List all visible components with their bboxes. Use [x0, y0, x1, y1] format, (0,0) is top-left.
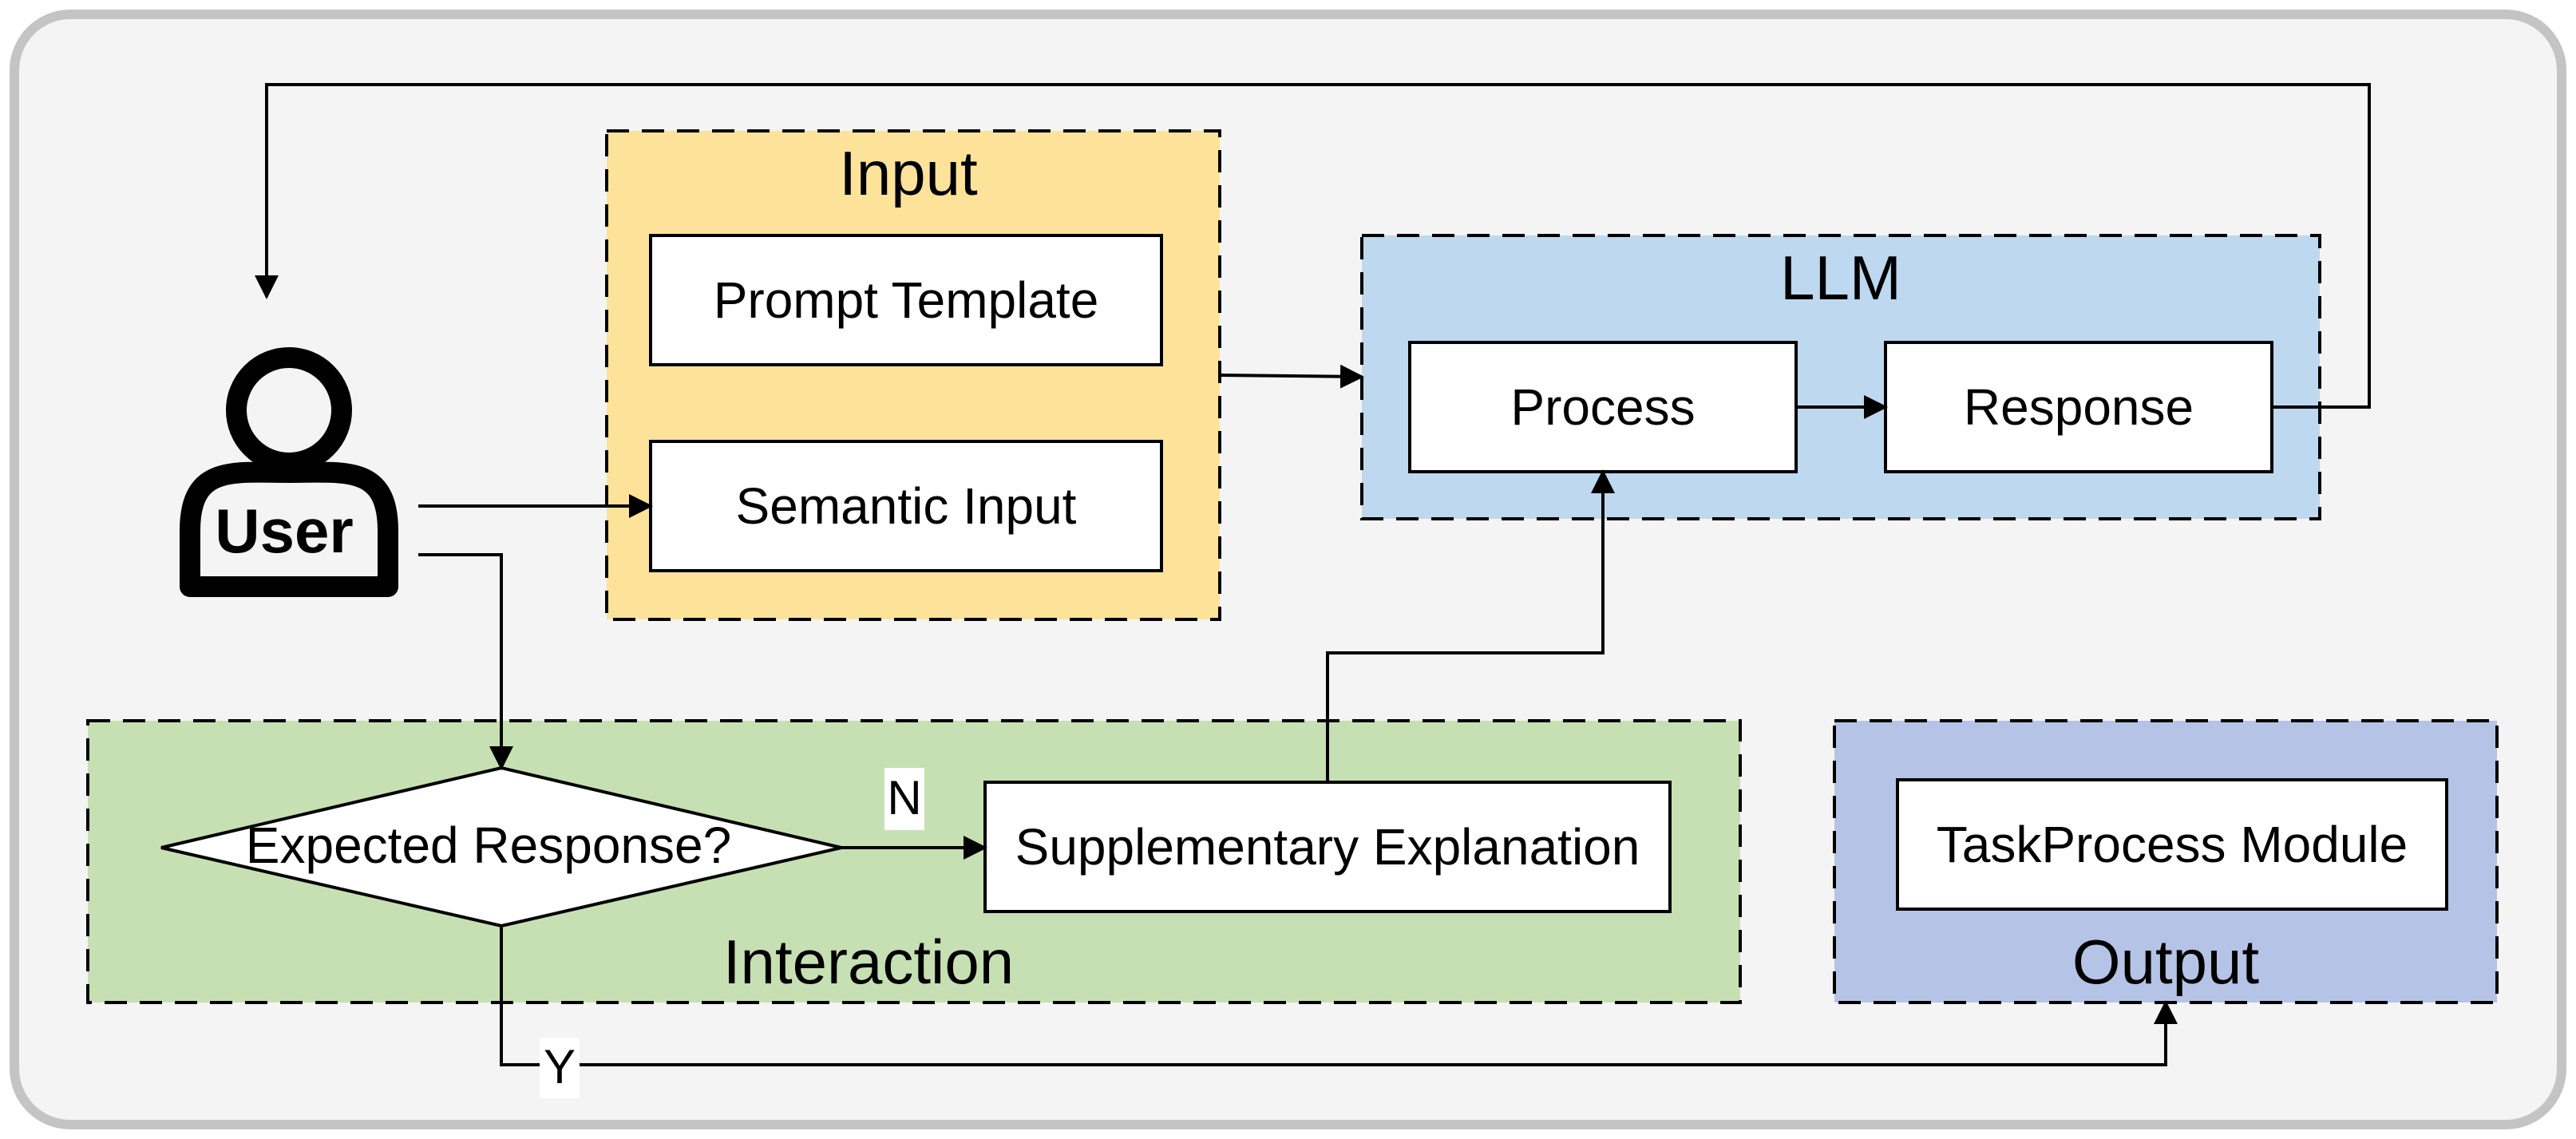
user-icon — [180, 347, 398, 597]
no-label-bg — [884, 768, 924, 830]
prompt-template-label: Prompt Template — [714, 271, 1099, 329]
interaction-group-title: Interaction — [723, 927, 1014, 997]
llm-group-title: LLM — [1780, 243, 1901, 313]
supplementary-to-process-arrow — [1326, 469, 1615, 782]
decision-yes-arrow — [500, 926, 2178, 1066]
response-label: Response — [1964, 378, 2194, 436]
connectors — [255, 83, 2371, 1066]
process-box — [1408, 341, 1798, 473]
supplementary-label: Supplementary Explanation — [1015, 818, 1640, 876]
no-label: N — [887, 771, 921, 825]
task-module-label: TaskProcess Module — [1937, 816, 2408, 873]
process-label: Process — [1510, 378, 1695, 436]
user-to-decision-arrow — [418, 553, 513, 770]
input-group-title: Input — [839, 138, 978, 208]
prompt-template-box — [649, 234, 1163, 366]
semantic-input-label: Semantic Input — [736, 477, 1077, 535]
task-module-box — [1896, 778, 2448, 911]
output-group-title: Output — [2072, 927, 2259, 997]
feedback-arrow — [255, 83, 2371, 409]
yes-label: Y — [544, 1040, 576, 1094]
user-label: User — [215, 496, 353, 566]
decision-label: Expected Response? — [246, 817, 731, 874]
input-to-llm-arrow — [1219, 364, 1364, 389]
semantic-input-box — [649, 440, 1163, 572]
response-box — [1884, 341, 2273, 473]
yes-label-bg — [540, 1038, 580, 1098]
